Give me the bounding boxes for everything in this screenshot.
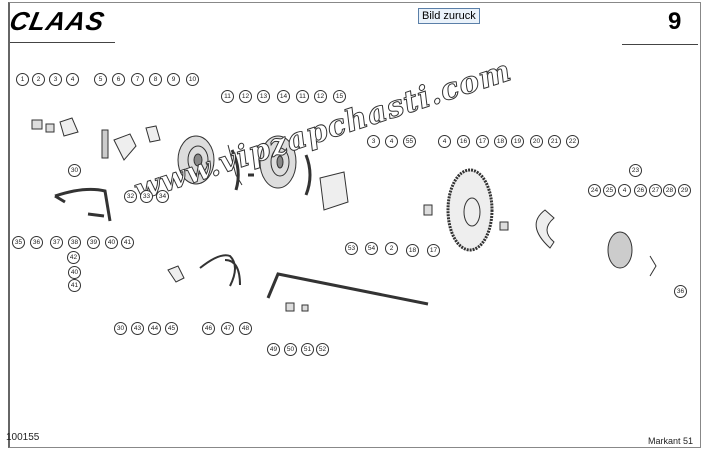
part-callout[interactable]: 30 [114,322,127,335]
part-callout[interactable]: 4 [618,184,631,197]
part-callout[interactable]: 27 [649,184,662,197]
part-callout[interactable]: 20 [530,135,543,148]
part-callout[interactable]: 4 [66,73,79,86]
part-callout[interactable]: 30 [68,164,81,177]
part-callout[interactable]: 48 [239,322,252,335]
part-callout[interactable]: 36 [674,285,687,298]
part-callout[interactable]: 17 [476,135,489,148]
part-callout[interactable]: 15 [333,90,346,103]
part-callout[interactable]: 40 [68,266,81,279]
part-callout[interactable]: 25 [603,184,616,197]
part-callout[interactable]: 37 [50,236,63,249]
page-frame [8,2,701,448]
part-callout[interactable]: 41 [68,279,81,292]
divider [622,44,698,45]
part-callout[interactable]: 3 [49,73,62,86]
part-callout[interactable]: 53 [345,242,358,255]
part-callout[interactable]: 2 [32,73,45,86]
part-callout[interactable]: 23 [629,164,642,177]
part-callout[interactable]: 40 [105,236,118,249]
part-callout[interactable]: 44 [148,322,161,335]
part-callout[interactable]: 10 [186,73,199,86]
model-label: Markant 51 [648,436,694,446]
part-callout[interactable]: 5 [94,73,107,86]
part-callout[interactable]: 24 [588,184,601,197]
part-callout[interactable]: 28 [663,184,676,197]
part-callout[interactable]: 46 [202,322,215,335]
part-callout[interactable]: 33 [140,190,153,203]
part-callout[interactable]: 17 [427,244,440,257]
part-callout[interactable]: 12 [239,90,252,103]
part-callout[interactable]: 2 [385,242,398,255]
part-callout[interactable]: 41 [121,236,134,249]
part-callout[interactable]: 42 [67,251,80,264]
part-callout[interactable]: 38 [68,236,81,249]
part-callout[interactable]: 36 [30,236,43,249]
part-callout[interactable]: 51 [301,343,314,356]
part-callout[interactable]: 55 [403,135,416,148]
divider [10,42,115,43]
part-callout[interactable]: 8 [149,73,162,86]
part-callout[interactable]: 52 [316,343,329,356]
part-callout[interactable]: 4 [385,135,398,148]
part-callout[interactable]: 16 [457,135,470,148]
part-callout[interactable]: 26 [634,184,647,197]
part-callout[interactable]: 12 [314,90,327,103]
part-callout[interactable]: 18 [494,135,507,148]
part-callout[interactable]: 32 [124,190,137,203]
part-callout[interactable]: 43 [131,322,144,335]
part-callout[interactable]: 22 [566,135,579,148]
part-callout[interactable]: 18 [406,244,419,257]
part-callout[interactable]: 3 [367,135,380,148]
part-callout[interactable]: 14 [277,90,290,103]
part-callout[interactable]: 9 [167,73,180,86]
part-shapes [31,117,657,312]
part-callout[interactable]: 19 [511,135,524,148]
part-callout[interactable]: 4 [438,135,451,148]
part-callout[interactable]: 47 [221,322,234,335]
part-callout[interactable]: 21 [548,135,561,148]
drawing-code: 100155 [6,432,40,443]
part-callout[interactable]: 11 [221,90,234,103]
page-number: 9 [668,8,682,35]
back-to-image-button[interactable]: Bild zuruck [418,8,480,24]
part-callout[interactable]: 34 [156,190,169,203]
part-callout[interactable]: 6 [112,73,125,86]
part-callout[interactable]: 50 [284,343,297,356]
part-callout[interactable]: 39 [87,236,100,249]
part-callout[interactable]: 13 [257,90,270,103]
part-callout[interactable]: 29 [678,184,691,197]
part-callout[interactable]: 7 [131,73,144,86]
part-callout[interactable]: 11 [296,90,309,103]
part-callout[interactable]: 35 [12,236,25,249]
part-callout[interactable]: 54 [365,242,378,255]
part-callout[interactable]: 49 [267,343,280,356]
part-callout[interactable]: 45 [165,322,178,335]
part-callout[interactable]: 1 [16,73,29,86]
